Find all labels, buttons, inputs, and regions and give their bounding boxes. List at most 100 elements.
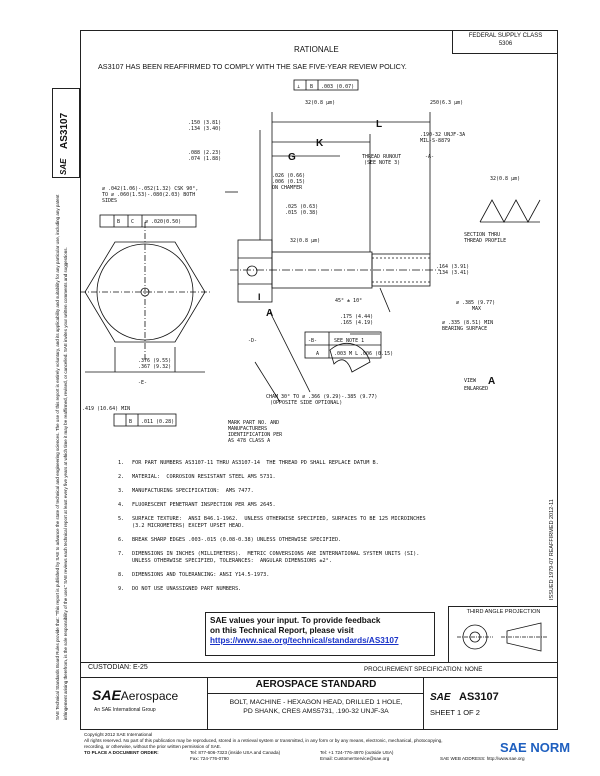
note-item: 6.BREAK SHARP EDGES .003-.015 (0.08-0.38… bbox=[118, 537, 468, 544]
fcf-datum-b: B bbox=[310, 84, 313, 90]
feedback-box: SAE values your input. To provide feedba… bbox=[205, 612, 435, 656]
view-a-enlarged bbox=[329, 342, 371, 373]
note-number: 4. bbox=[118, 502, 125, 508]
dim-088: .088 (2.23) bbox=[188, 150, 221, 156]
dim-150: .150 (3.81) bbox=[188, 120, 221, 126]
enlarged-label: ENLARGED bbox=[464, 386, 488, 392]
rationale-text: AS3107 HAS BEEN REAFFIRMED TO COMPLY WIT… bbox=[98, 62, 407, 71]
mark-part-3: IDENTIFICATION PER bbox=[228, 432, 283, 438]
third-angle-projection: THIRD ANGLE PROJECTION bbox=[448, 606, 558, 662]
note-text: DIMENSIONS AND TOLERANCING: ANSI Y14.5-1… bbox=[132, 572, 270, 578]
see-note-1: SEE NOTE 1 bbox=[334, 338, 364, 344]
tel-intl: Tel: +1 724-776-4970 (outside USA) bbox=[320, 750, 394, 755]
logo-sae: SAE bbox=[92, 687, 121, 703]
note-number: 1. bbox=[118, 460, 125, 466]
dim-134: .134 (3.40) bbox=[188, 126, 221, 132]
feedback-link[interactable]: https://www.sae.org/technical/standards/… bbox=[210, 636, 399, 645]
datum-d-box: -D- bbox=[248, 338, 257, 344]
note-number: 9. bbox=[118, 586, 125, 592]
dim-025: .025 (0.63) bbox=[285, 204, 318, 210]
note-number: 3. bbox=[118, 488, 125, 494]
rights-1: All rights reserved. No part of this pub… bbox=[84, 738, 443, 743]
thread-profile-label: THREAD PROFILE bbox=[464, 238, 506, 244]
order-label: TO PLACE A DOCUMENT ORDER: bbox=[84, 750, 159, 755]
doc-sae-mark: SAE bbox=[430, 692, 451, 703]
logo-aerospace: Aerospace bbox=[120, 689, 179, 703]
standard-title-cell: AEROSPACE STANDARD BOLT, MACHINE - HEXAG… bbox=[208, 677, 424, 730]
note-item: 2.MATERIAL: CORROSION RESISTANT STEEL AM… bbox=[118, 474, 468, 481]
email: Email: CustomerService@sae.org bbox=[320, 756, 390, 761]
note-number: 8. bbox=[118, 572, 125, 578]
thread-spec: .190-32 UNJF-3A bbox=[420, 132, 465, 138]
issue-dates: ISSUED 1979-07 REAFFIRMED 2012-11 bbox=[549, 499, 555, 600]
fax: Fax: 724-776-0790 bbox=[190, 756, 229, 761]
doc-number-cell: SAE AS3107 SHEET 1 OF 2 bbox=[424, 677, 558, 730]
feedback-line-1: SAE values your input. To provide feedba… bbox=[210, 616, 381, 625]
dim-164: .164 (3.91) bbox=[436, 264, 469, 270]
datum-a-box: -A- bbox=[425, 154, 434, 160]
note-text: DIMENSIONS IN INCHES (MILLIMETERS). METR… bbox=[132, 551, 420, 557]
note-number: 7. bbox=[118, 551, 125, 557]
perp-tolerance: .003 (0.07) bbox=[321, 84, 354, 90]
federal-supply-class: FEDERAL SUPPLY CLASS 5306 bbox=[468, 33, 543, 47]
bolt-drawing: ⊥ B .003 (0.07) 32(0.8 μm) 250(6.3 μm) .… bbox=[80, 79, 541, 444]
mark-part-1: MARK PART NO. AND bbox=[228, 420, 279, 426]
note-text: FLUORESCENT PENETRANT INSPECTION PER AMS… bbox=[132, 502, 276, 508]
bearing-surface: BEARING SURFACE bbox=[442, 326, 487, 332]
web-address: SAE WEB ADDRESS: http://www.sae.org bbox=[440, 756, 525, 761]
titleblock-top-line bbox=[80, 662, 558, 663]
dim-074: .074 (1.88) bbox=[188, 156, 221, 162]
dim-g-label: G bbox=[288, 152, 296, 163]
arrow-i-label: I bbox=[258, 292, 261, 302]
fcf3-tol: .011 (0.28) bbox=[141, 419, 174, 425]
note-item: 1.FOR PART NUMBERS AS3107-11 THRU AS3107… bbox=[118, 460, 468, 467]
note-text: MATERIAL: CORROSION RESISTANT STEEL AMS … bbox=[132, 474, 276, 480]
note-number: 5. bbox=[118, 516, 125, 522]
rights-2: recording, or otherwise, without the pri… bbox=[84, 744, 222, 749]
note-item: UNLESS OTHERWISE SPECIFIED, TOLERANCES: … bbox=[118, 558, 468, 565]
watermark: SAE NORM bbox=[500, 740, 571, 755]
hole-spec-2: TO ⌀ .060(1.53)-.080(2.03) BOTH bbox=[102, 192, 195, 198]
opposite-side: (OPPOSITE SIDE OPTIONAL) bbox=[270, 400, 342, 406]
note-text: SURFACE TEXTURE: ANSI B46.1-1962. UNLESS… bbox=[132, 516, 426, 522]
dim-419: .419 (10.64) MIN bbox=[82, 406, 130, 412]
part-title-2: PD SHANK, CRES AMS5731, .190-32 UNJF-3A bbox=[243, 708, 389, 715]
sheet-number: SHEET 1 OF 2 bbox=[430, 708, 480, 717]
view-a-letter: A bbox=[488, 376, 495, 387]
datum-e-box: -E- bbox=[138, 380, 147, 386]
custodian: CUSTODIAN: E-25 bbox=[88, 664, 148, 671]
dim-335: ⌀ .335 (8.51) MIN bbox=[442, 320, 493, 326]
thread-runout: THREAD RUNOUT bbox=[362, 154, 401, 160]
fcf1-c: C bbox=[131, 219, 134, 225]
rationale-title: RATIONALE bbox=[294, 45, 339, 54]
angle-45: 45° ± 10° bbox=[335, 298, 362, 304]
mark-part-2: MANUFACTURERS bbox=[228, 426, 267, 432]
see-note-3: (SEE NOTE 3) bbox=[364, 160, 400, 166]
note-item: 7. DIMENSIONS IN INCHES (MILLIMETERS). ME… bbox=[118, 551, 468, 558]
note-text: MANUFACTURING SPECIFICATION: AMS 7477. bbox=[132, 488, 254, 494]
finish-250: 250(6.3 μm) bbox=[430, 100, 463, 106]
dim-006: .006 (0.15) bbox=[272, 179, 305, 185]
dim-max: MAX bbox=[472, 306, 481, 312]
side-doc-number: AS3107 bbox=[59, 112, 70, 149]
doc-number: AS3107 bbox=[459, 691, 499, 703]
note-item: 4. FLUORESCENT PENETRANT INSPECTION PER A… bbox=[118, 502, 468, 509]
fcf2-d: .006 (0.15) bbox=[360, 351, 393, 357]
dim-134b: .134 (3.41) bbox=[436, 270, 469, 276]
note-item: 3. MANUFACTURING SPECIFICATION: AMS 7477. bbox=[118, 488, 468, 495]
note-text: (3.2 MICROMETERS) EXCEPT UPSET HEAD. bbox=[132, 523, 245, 529]
dim-k-label: K bbox=[316, 138, 324, 149]
note-text: DO NOT USE UNASSIGNED PART NUMBERS. bbox=[132, 586, 242, 592]
hole-spec-1: ⌀ .042(1.06)-.052(1.32) CSK 90°, bbox=[102, 186, 198, 192]
copyright: Copyright 2012 SAE International bbox=[84, 732, 153, 737]
dim-367: .367 (9.32) bbox=[138, 364, 171, 370]
drawing-frame bbox=[80, 30, 558, 730]
on-chamfer: ON CHAMFER bbox=[272, 185, 303, 191]
projection-symbol bbox=[457, 622, 547, 652]
note-item: 9. DO NOT USE UNASSIGNED PART NUMBERS. bbox=[118, 586, 468, 593]
view-label: VIEW bbox=[464, 378, 477, 384]
fcf2-a: A bbox=[316, 351, 319, 357]
finish-32-shank: 32(0.8 μm) bbox=[290, 238, 320, 244]
thread-profile bbox=[479, 199, 541, 223]
note-item: 5. SURFACE TEXTURE: ANSI B46.1-1962. UNLE… bbox=[118, 516, 468, 523]
